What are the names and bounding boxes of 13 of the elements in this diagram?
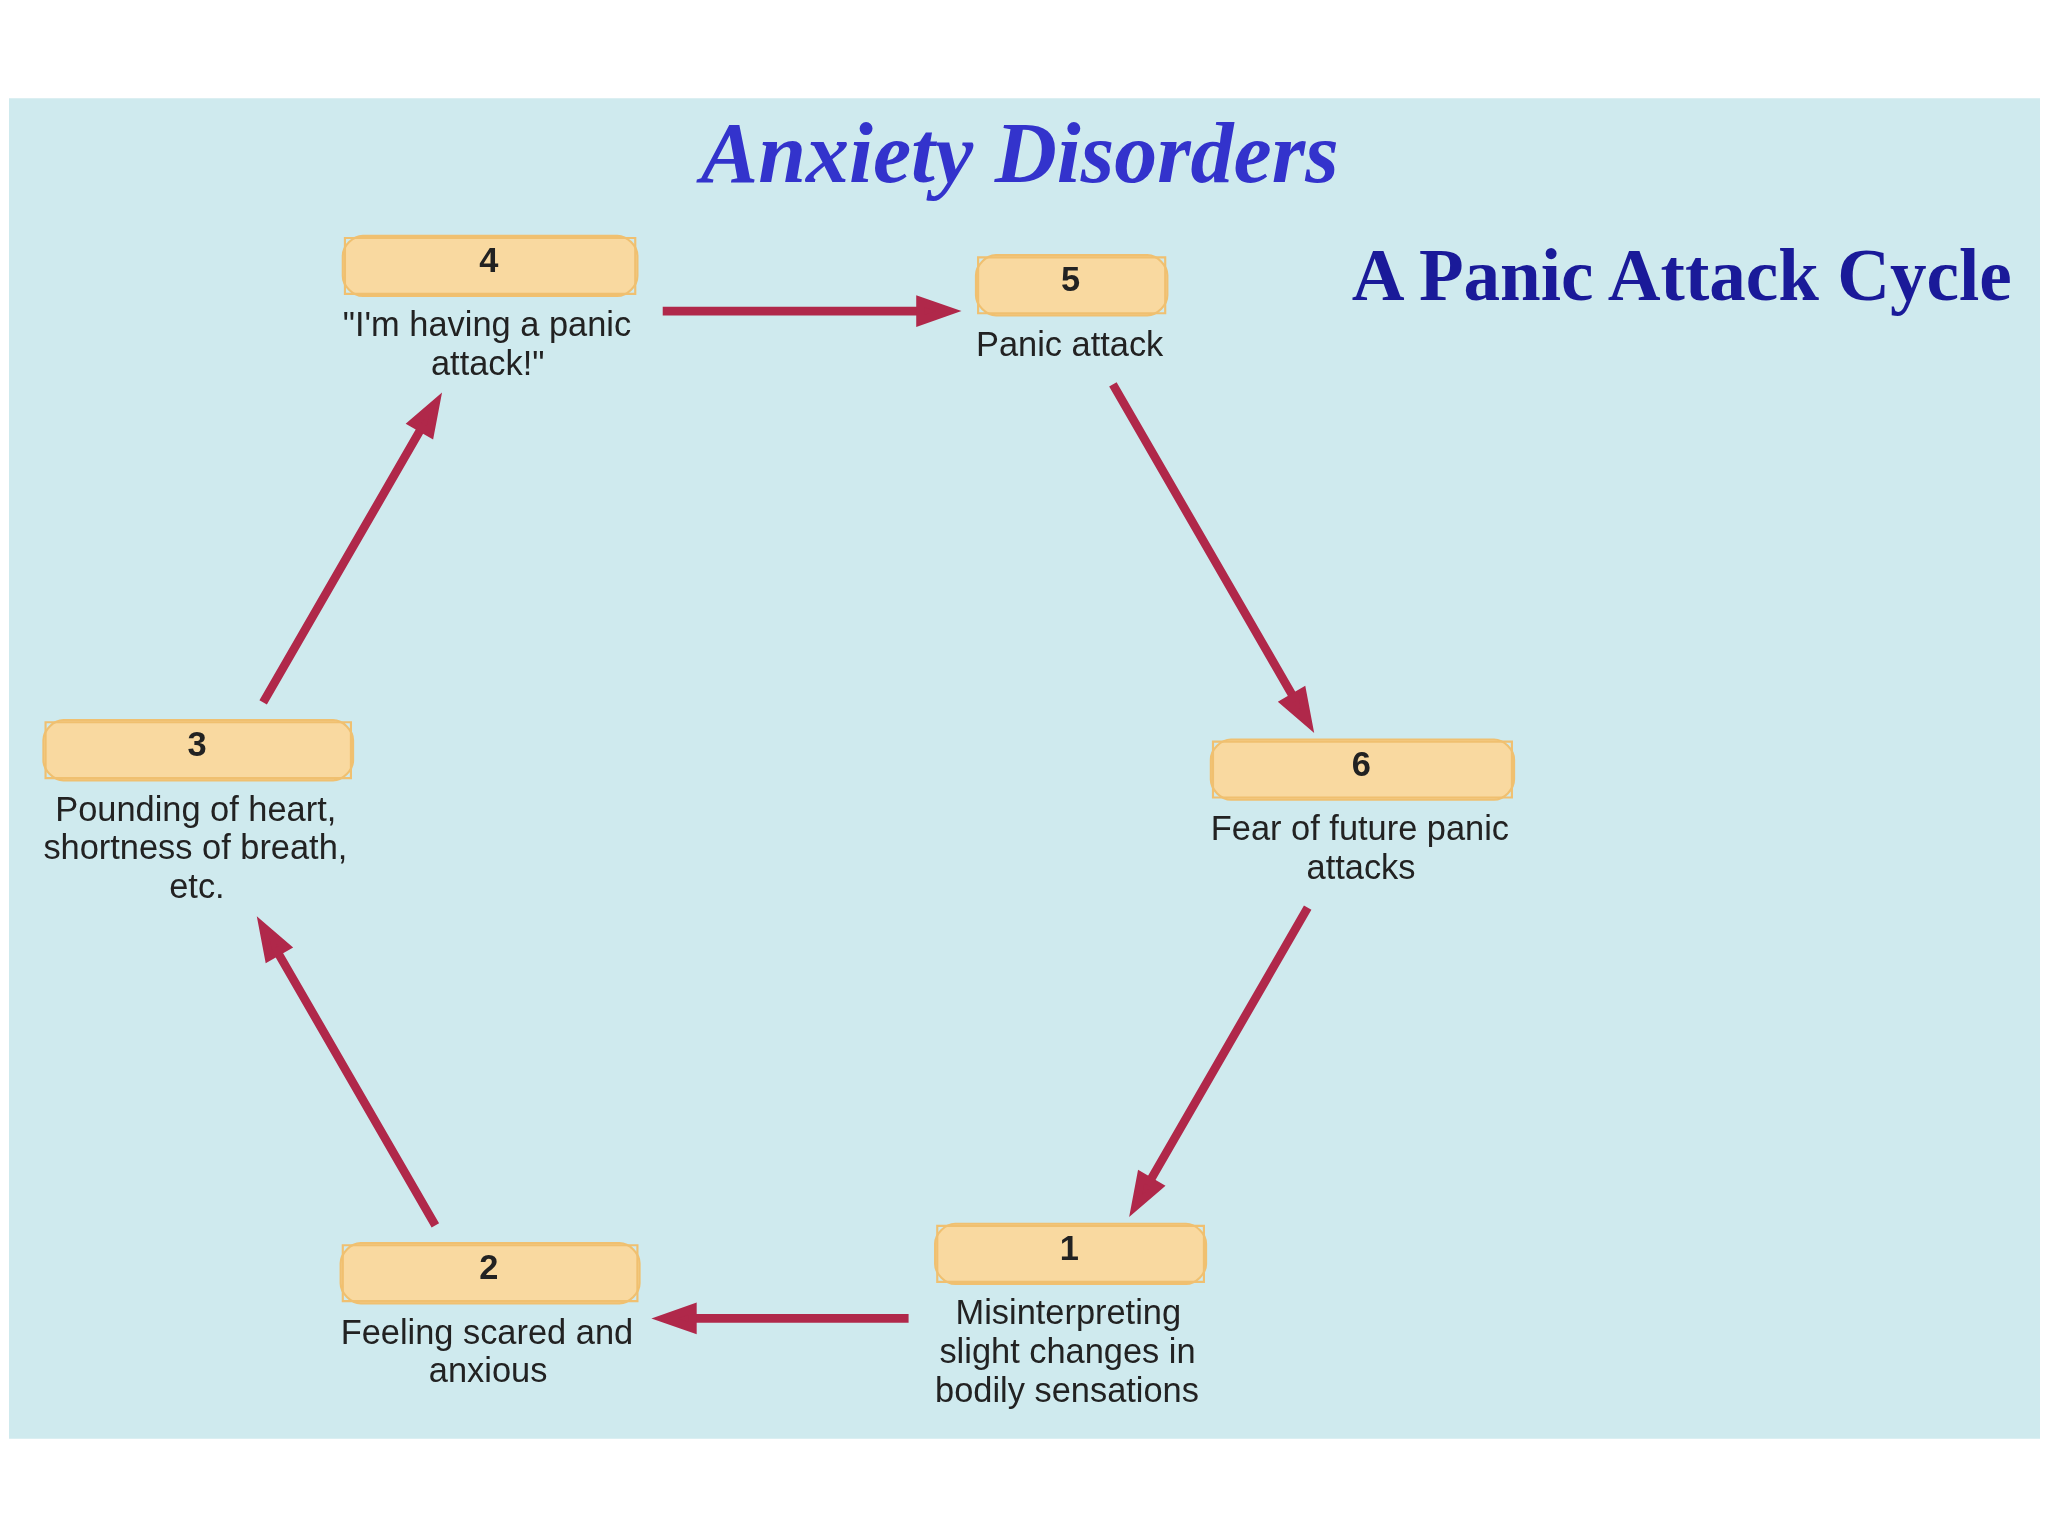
node-label: Fear of future panic attacks [1210, 808, 1509, 886]
node-label: Panic attack [975, 324, 1163, 363]
arrow [256, 915, 439, 1228]
node-label: Feeling scared and anxious [340, 1312, 633, 1389]
arrow [650, 1302, 909, 1334]
node-label: "I'm having a panic attack!" [342, 304, 631, 382]
arrow [258, 392, 442, 704]
arrow [1108, 381, 1314, 733]
arrow [662, 294, 961, 327]
label: A Panic Attack Cycle [1351, 234, 2012, 316]
node-label: Pounding of heart, shortness of breath, etc. [42, 789, 347, 905]
arrow [1128, 905, 1311, 1217]
node-label: Misinterpreting slight changes in bodily sensations [934, 1292, 1199, 1409]
